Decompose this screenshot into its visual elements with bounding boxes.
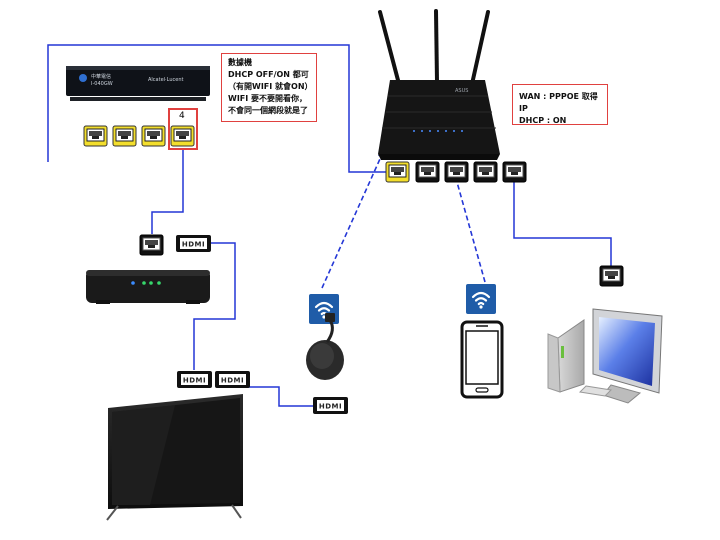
- pc-ethernet-port: [599, 265, 624, 287]
- svg-text:HDMI: HDMI: [319, 403, 342, 411]
- modem-ethernet-port-2: [112, 125, 137, 147]
- modem-ethernet-port-1: [83, 125, 108, 147]
- modem-ethernet-port-4: [170, 125, 195, 147]
- router-note-line-1: WAN : PPPOE 取得IP: [519, 92, 598, 113]
- router-lan-port-2: [444, 161, 469, 183]
- modem-port4-to-stb-link: [151, 148, 184, 234]
- router-lan-port-4: [502, 161, 527, 183]
- modem-note-line-3: （有開WIFI 就會ON）: [228, 82, 313, 91]
- modem-note-line-4: WIFI 要不要開看你，: [228, 94, 308, 103]
- smartphone-wifi-icon: [464, 282, 498, 316]
- modem-port4-highlight: [168, 108, 198, 150]
- modem-to-router-link: [47, 44, 388, 173]
- router-to-pc-link: [513, 177, 612, 266]
- router-config-note: WAN : PPPOE 取得IP DHCP : ON: [512, 84, 608, 125]
- router-lan-port-3: [473, 161, 498, 183]
- router-note-line-2: DHCP : ON: [519, 116, 567, 125]
- router-wan-port: [385, 161, 410, 183]
- svg-text:I-040GW: I-040GW: [91, 81, 113, 87]
- svg-text:HDMI: HDMI: [182, 241, 205, 249]
- stb-hdmi-to-tv-hdmi-link: [193, 242, 236, 370]
- tv-hdmi-port-1: HDMI: [177, 371, 212, 388]
- desktop-computer-icon: [547, 308, 663, 404]
- svg-text:HDMI: HDMI: [183, 377, 206, 385]
- tv-hdmi-port-2: HDMI: [215, 371, 250, 388]
- modem-config-note: 數據機 DHCP OFF/ON 都可 （有開WIFI 就會ON） WIFI 要不…: [221, 53, 317, 122]
- modem-ports: [83, 125, 195, 147]
- chromecast-icon: [306, 313, 344, 380]
- stb-ethernet-port: [139, 234, 164, 256]
- router-icon: ASUS: [378, 9, 500, 160]
- router-ports: [385, 161, 527, 183]
- modem-ethernet-port-3: [141, 125, 166, 147]
- smartphone-icon: [460, 320, 504, 399]
- svg-text:ASUS: ASUS: [455, 88, 468, 94]
- modem-note-line-2: DHCP OFF/ON 都可: [228, 70, 309, 79]
- modem-port-4-label: 4: [179, 111, 185, 121]
- router-lan-port-1: [415, 161, 440, 183]
- connections: [47, 44, 612, 407]
- tv-hdmi-to-chromecast-link: [232, 386, 314, 407]
- tv-icon: [106, 394, 243, 521]
- stb-hdmi-port: HDMI: [176, 235, 211, 252]
- svg-text:HDMI: HDMI: [221, 377, 244, 385]
- modem-icon: 中華電信 I-040GW Alcatel·Lucent: [66, 66, 210, 101]
- set-top-box-icon: [86, 270, 210, 304]
- svg-text:中華電信: 中華電信: [91, 73, 111, 80]
- svg-text:Alcatel·Lucent: Alcatel·Lucent: [148, 77, 183, 83]
- modem-note-line-5: 不會同一個網段就是了: [228, 106, 308, 115]
- wireless-link-chromecast: [321, 149, 385, 289]
- chromecast-hdmi-port: HDMI: [313, 397, 348, 414]
- modem-note-line-1: 數據機: [228, 58, 252, 67]
